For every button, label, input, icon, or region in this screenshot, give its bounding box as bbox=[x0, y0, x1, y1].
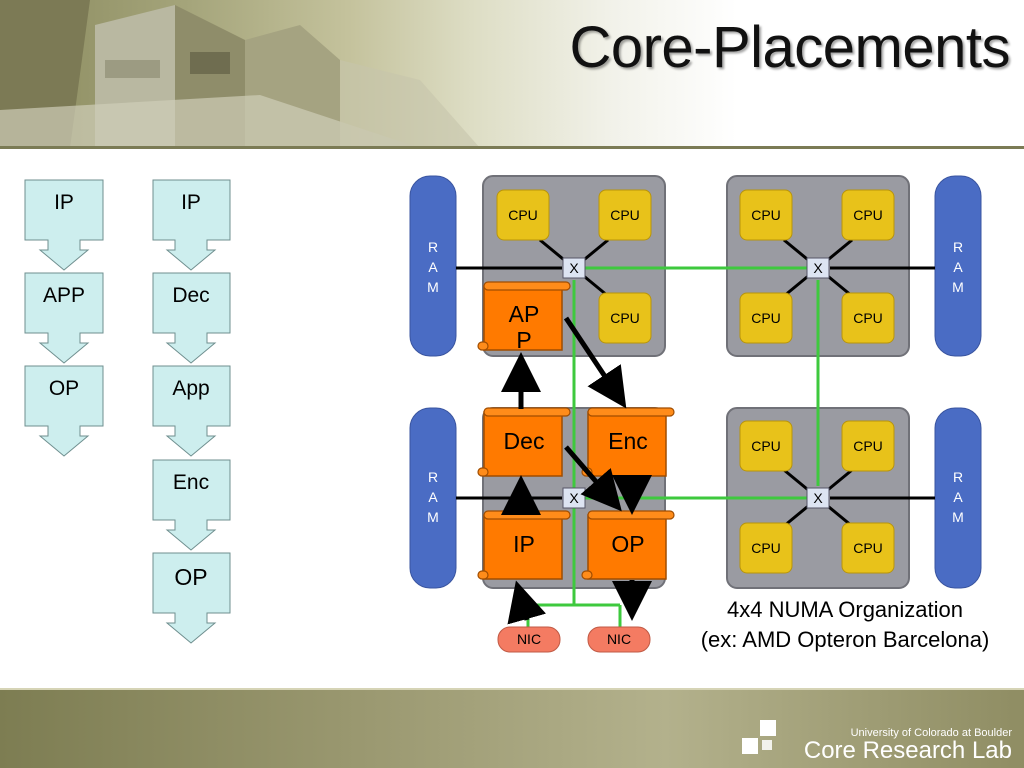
pipeline-stage: OP bbox=[24, 365, 104, 457]
cpu-chip: CPU bbox=[739, 420, 793, 472]
cpu-chip: CPU bbox=[739, 522, 793, 574]
pipeline-stage-label: IP bbox=[181, 191, 201, 214]
slide-canvas: IP APP OP IP Dec App Enc OP bbox=[24, 175, 982, 653]
cpu-chip: CPU bbox=[841, 189, 895, 241]
pipeline-stage: Enc bbox=[152, 459, 231, 551]
pipeline-left: IP APP OP bbox=[24, 179, 104, 457]
building-photo bbox=[0, 0, 480, 148]
task-label: Enc bbox=[608, 428, 648, 454]
svg-text:CPU: CPU bbox=[610, 207, 640, 223]
task-enc: Enc bbox=[581, 407, 675, 477]
pipeline-stage: Dec bbox=[152, 272, 231, 364]
numa-caption: 4x4 NUMA Organization (ex: AMD Opteron B… bbox=[670, 595, 1020, 655]
svg-text:X: X bbox=[813, 490, 823, 506]
pipeline-stage: OP bbox=[152, 552, 231, 644]
task-label: P bbox=[516, 327, 531, 353]
task-ip: IP bbox=[477, 510, 571, 580]
svg-text:M: M bbox=[952, 509, 964, 525]
pipeline-stage: APP bbox=[24, 272, 104, 364]
cpu-chip: CPU bbox=[496, 189, 550, 241]
svg-text:R: R bbox=[953, 469, 963, 485]
svg-text:A: A bbox=[953, 259, 963, 275]
svg-text:CPU: CPU bbox=[751, 540, 781, 556]
slide-title: Core-Placements bbox=[569, 15, 1010, 80]
ram-bank: R A M bbox=[934, 407, 982, 589]
university-name: University of Colorado at Boulder bbox=[850, 727, 1012, 739]
task-label: IP bbox=[513, 531, 535, 557]
svg-text:X: X bbox=[569, 260, 579, 276]
task-label: OP bbox=[611, 531, 644, 557]
pipeline-stage-label: App bbox=[172, 377, 209, 400]
svg-text:CPU: CPU bbox=[853, 438, 883, 454]
task-op: OP bbox=[581, 510, 675, 580]
footer-banner bbox=[0, 690, 1024, 768]
pipeline-stage-label: Dec bbox=[172, 284, 209, 307]
svg-text:CPU: CPU bbox=[751, 310, 781, 326]
lab-name: Core Research Lab bbox=[803, 737, 1012, 764]
pipeline-right: IP Dec App Enc OP bbox=[152, 179, 231, 644]
svg-text:R: R bbox=[953, 239, 963, 255]
svg-text:A: A bbox=[428, 259, 438, 275]
footer-divider bbox=[0, 688, 1024, 691]
task-dec: Dec bbox=[477, 407, 571, 477]
svg-text:CPU: CPU bbox=[853, 310, 883, 326]
ram-bank: R A M bbox=[409, 175, 457, 357]
svg-text:M: M bbox=[427, 279, 439, 295]
pipeline-stage: IP bbox=[24, 179, 104, 271]
pipeline-stage-label: Enc bbox=[173, 471, 209, 494]
svg-text:M: M bbox=[952, 279, 964, 295]
task-label: Dec bbox=[504, 428, 545, 454]
nic: NIC bbox=[497, 626, 561, 653]
task-app: AP P bbox=[477, 281, 571, 353]
svg-text:R: R bbox=[428, 239, 438, 255]
cpu-chip: CPU bbox=[598, 292, 652, 344]
svg-text:NIC: NIC bbox=[517, 631, 541, 647]
svg-text:A: A bbox=[953, 489, 963, 505]
svg-text:CPU: CPU bbox=[853, 540, 883, 556]
cpu-chip: CPU bbox=[841, 522, 895, 574]
caption-line: 4x4 NUMA Organization bbox=[727, 597, 963, 622]
crossbar: X bbox=[562, 257, 586, 279]
ram-bank: R A M bbox=[934, 175, 982, 357]
svg-text:CPU: CPU bbox=[853, 207, 883, 223]
svg-text:X: X bbox=[813, 260, 823, 276]
svg-text:R: R bbox=[428, 469, 438, 485]
cpu-chip: CPU bbox=[739, 292, 793, 344]
pipeline-stage-label: APP bbox=[43, 284, 85, 307]
svg-text:A: A bbox=[428, 489, 438, 505]
svg-text:X: X bbox=[569, 490, 579, 506]
svg-text:CPU: CPU bbox=[751, 207, 781, 223]
caption-line: (ex: AMD Opteron Barcelona) bbox=[700, 627, 990, 652]
header-divider bbox=[0, 146, 1024, 149]
pipeline-stage-label: OP bbox=[49, 377, 79, 400]
svg-text:NIC: NIC bbox=[607, 631, 631, 647]
task-label: AP bbox=[509, 301, 540, 327]
pipeline-stage-label: OP bbox=[174, 564, 207, 590]
nic: NIC bbox=[587, 626, 651, 653]
svg-text:CPU: CPU bbox=[610, 310, 640, 326]
pipeline-stage: IP bbox=[152, 179, 231, 271]
svg-text:CPU: CPU bbox=[508, 207, 538, 223]
svg-text:CPU: CPU bbox=[751, 438, 781, 454]
svg-text:M: M bbox=[427, 509, 439, 525]
cpu-chip: CPU bbox=[739, 189, 793, 241]
crossbar: X bbox=[562, 487, 586, 509]
cpu-chip: CPU bbox=[841, 420, 895, 472]
pipeline-stage-label: IP bbox=[54, 191, 74, 214]
cpu-chip: CPU bbox=[598, 189, 652, 241]
ram-bank: R A M bbox=[409, 407, 457, 589]
pipeline-stage: App bbox=[152, 365, 231, 457]
data-flow-arrows bbox=[501, 316, 652, 625]
header-banner: Core-Placements bbox=[0, 0, 1024, 148]
crossbar: X bbox=[806, 257, 830, 279]
cpu-chip: CPU bbox=[841, 292, 895, 344]
crossbar: X bbox=[806, 487, 830, 509]
